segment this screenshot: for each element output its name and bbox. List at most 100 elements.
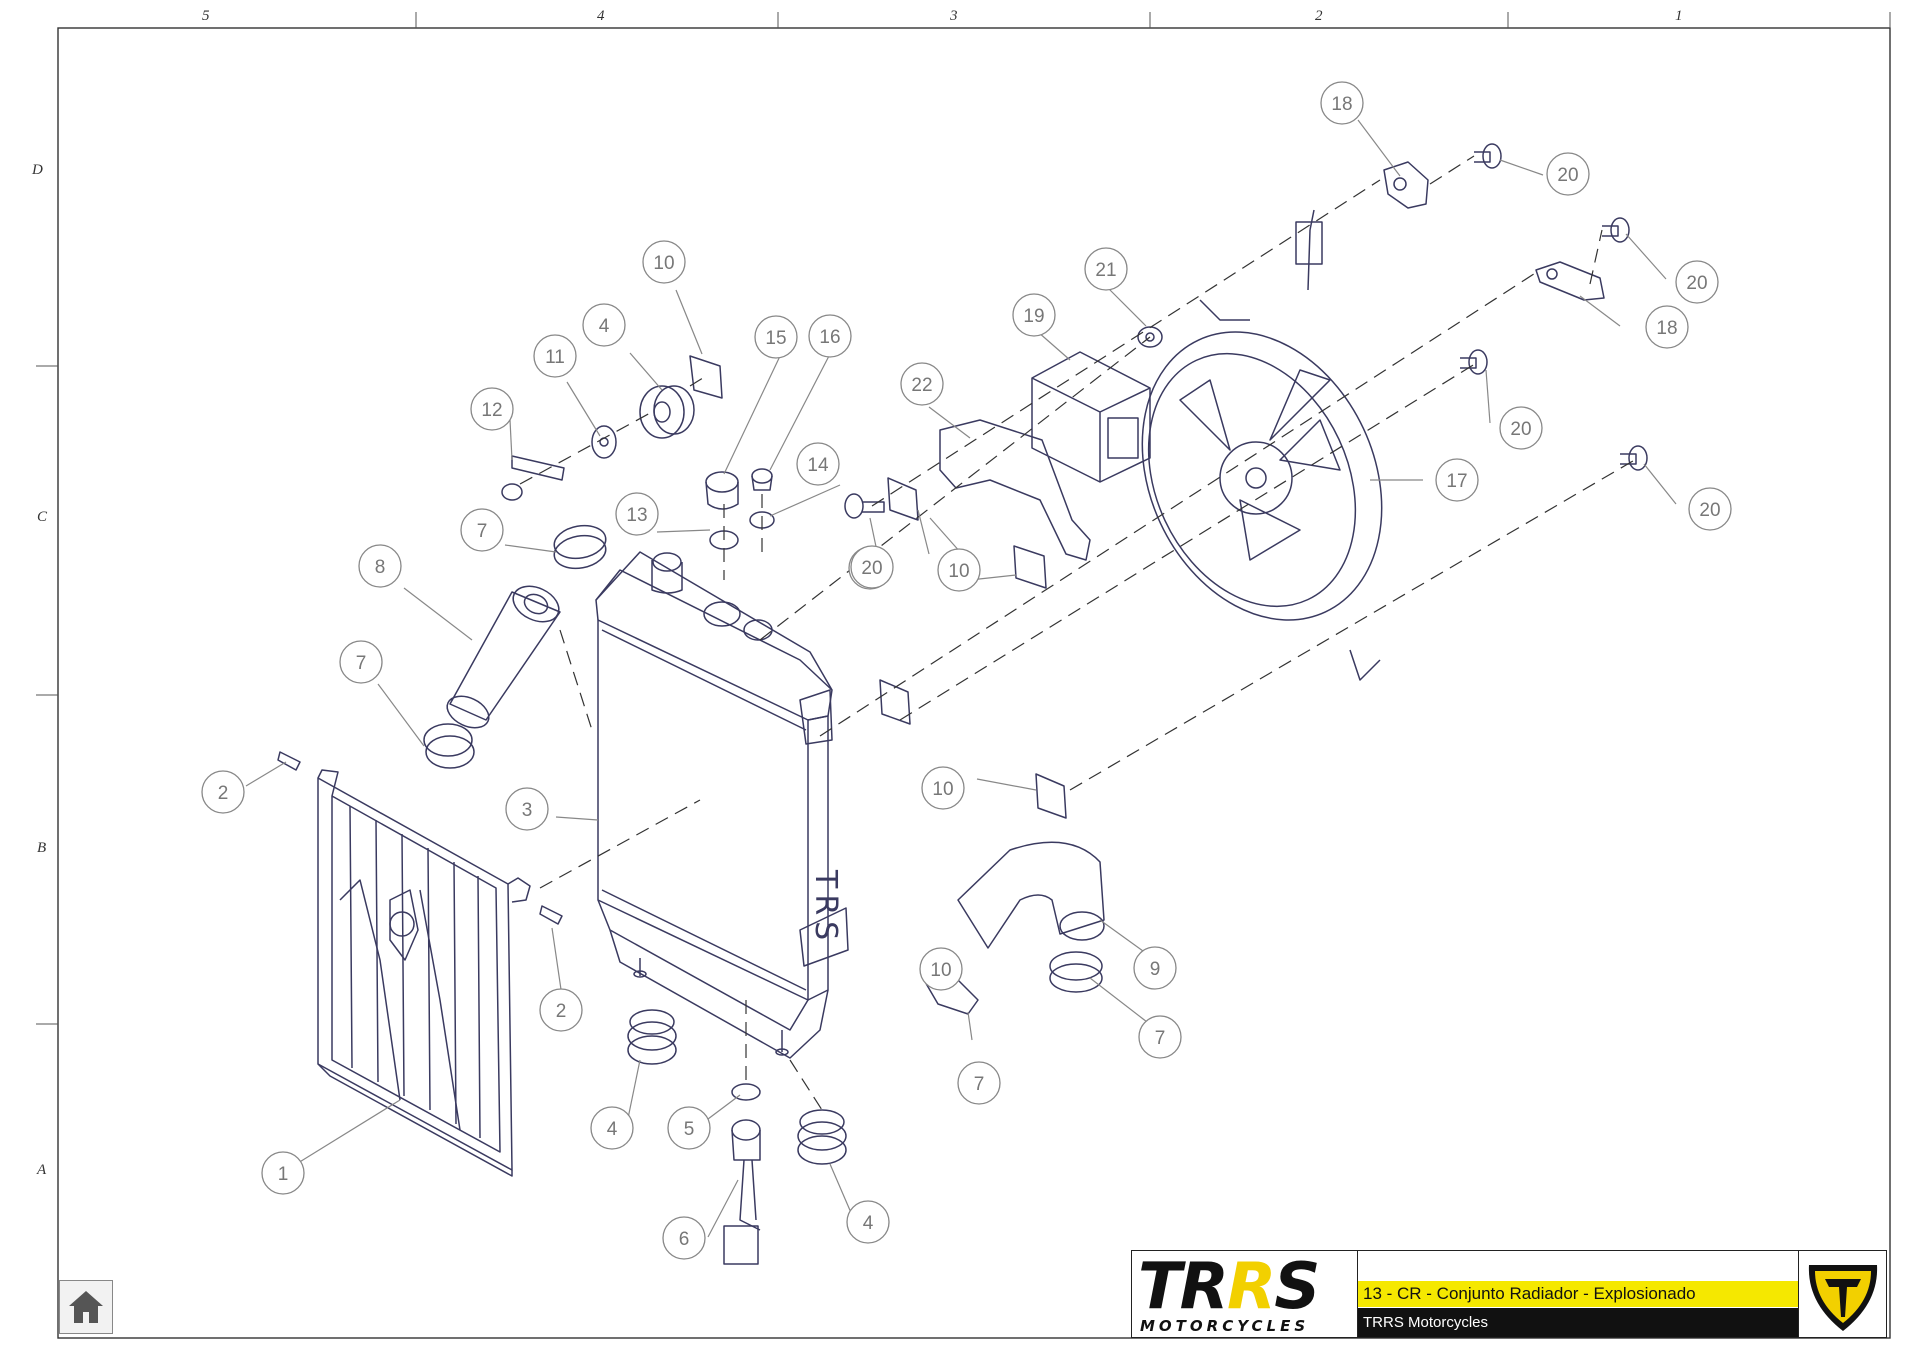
trrs-shield-icon — [1808, 1265, 1878, 1331]
callout-balloon — [1688, 487, 1732, 531]
mount-bolt — [501, 455, 565, 501]
mount-grommet — [639, 385, 695, 439]
callout-number: 2 — [218, 783, 229, 804]
clip-nut — [887, 477, 919, 521]
callout-balloon — [470, 387, 514, 431]
leader-lines — [245, 119, 1677, 1238]
callout-number: 10 — [653, 253, 674, 274]
callout-number: 10 — [932, 779, 953, 800]
logo-wordmark: TRRS — [1138, 1255, 1320, 1319]
callout-number: 15 — [765, 328, 786, 349]
radiator-guard — [317, 769, 531, 1177]
grid-row-b: B — [37, 840, 47, 856]
callout-balloon — [850, 545, 894, 589]
callout-number: 4 — [863, 1213, 874, 1234]
callout-balloon — [590, 1106, 634, 1150]
callout-balloon — [582, 303, 626, 347]
callout-balloon — [642, 240, 686, 284]
callout-balloon — [339, 640, 383, 684]
callout-balloon — [921, 766, 965, 810]
callout-number: 20 — [1686, 273, 1707, 294]
grid-column-1: 1 — [1675, 8, 1683, 24]
relay-module — [1031, 351, 1151, 483]
callout-4: 4 — [846, 1200, 890, 1244]
grid-row-c: C — [37, 509, 48, 525]
fan-screw — [844, 493, 885, 519]
callout-balloon — [1133, 946, 1177, 990]
callout-number: 18 — [1656, 318, 1677, 339]
callout-11: 11 — [533, 334, 577, 378]
callout-balloon — [919, 947, 963, 991]
callout-balloon — [754, 315, 798, 359]
callout-number: 16 — [819, 327, 840, 348]
grid-row-a: A — [37, 1162, 47, 1178]
mount-grommet — [627, 1009, 677, 1065]
callout-balloon — [201, 770, 245, 814]
clip-nut — [879, 679, 911, 725]
callout-number: 4 — [599, 316, 610, 337]
callout-number: 11 — [545, 347, 565, 368]
callout-number: 9 — [1150, 959, 1161, 980]
callout-7: 7 — [957, 1061, 1001, 1105]
grid-column-3: 3 — [950, 8, 958, 24]
hose-clamp — [423, 723, 475, 769]
callout-balloon — [1546, 152, 1590, 196]
callout-13: 13 — [615, 492, 659, 536]
callout-22: 22 — [900, 362, 944, 406]
callout-number: 7 — [974, 1074, 985, 1095]
callout-4: 4 — [590, 1106, 634, 1150]
callout-4: 4 — [582, 303, 626, 347]
parts — [277, 143, 1648, 1265]
assembly-lines — [519, 155, 1639, 1111]
callout-number: 6 — [679, 1229, 690, 1250]
callout-number: 19 — [1023, 306, 1044, 327]
callout-16: 16 — [808, 314, 852, 358]
callout-balloon — [1320, 81, 1364, 125]
sheet-border — [57, 27, 1891, 1339]
callout-2: 2 — [539, 988, 583, 1032]
hose-clamp — [553, 524, 607, 570]
callout-number: 10 — [948, 561, 969, 582]
callout-20: 20 — [1546, 152, 1590, 196]
callout-19: 19 — [1012, 293, 1056, 337]
bleed-screw — [751, 468, 773, 491]
callout-18: 18 — [1645, 305, 1689, 349]
callout-10: 10 — [937, 548, 981, 592]
callout-20: 20 — [1688, 487, 1732, 531]
cable-clamp — [1383, 161, 1429, 209]
callout-balloon — [846, 1200, 890, 1244]
o-ring — [731, 1083, 761, 1101]
sheet-title: 13 - CR - Conjunto Radiador - Explosiona… — [1358, 1281, 1798, 1307]
logo-part-right: S — [1274, 1250, 1320, 1324]
callout-balloon — [1645, 305, 1689, 349]
callout-number: 4 — [607, 1119, 618, 1140]
logo-part-accent: R — [1226, 1250, 1276, 1324]
callout-15: 15 — [754, 315, 798, 359]
filler-cap — [705, 471, 739, 510]
callout-number: 20 — [1510, 419, 1531, 440]
callout-5: 5 — [667, 1106, 711, 1150]
callout-number: 20 — [861, 558, 882, 579]
radiator-brand-text: TRS — [808, 869, 843, 946]
grid-ticks — [36, 12, 1891, 1025]
callout-number: 7 — [1155, 1028, 1166, 1049]
callout-number: 20 — [1699, 500, 1720, 521]
grid-row-d: D — [32, 162, 43, 178]
cable-clamp — [1535, 261, 1605, 301]
grid-column-2: 2 — [1315, 8, 1323, 24]
guard-screw — [277, 751, 301, 771]
callout-balloon — [1675, 260, 1719, 304]
callout-14: 14 — [796, 442, 840, 486]
fan-screw — [1602, 217, 1630, 243]
callout-7: 7 — [1138, 1015, 1182, 1059]
callout-10: 10 — [919, 947, 963, 991]
callout-7: 7 — [339, 640, 383, 684]
mounting-bracket — [939, 419, 1091, 561]
callout-balloon — [1138, 1015, 1182, 1059]
home-button[interactable] — [59, 1280, 113, 1334]
callout-layer: 1223444567777891010101010111213141516171… — [201, 81, 1732, 1260]
clip-nut — [1013, 545, 1047, 589]
callout-number: 14 — [807, 455, 829, 476]
company-name: TRRS Motorcycles — [1358, 1308, 1798, 1337]
